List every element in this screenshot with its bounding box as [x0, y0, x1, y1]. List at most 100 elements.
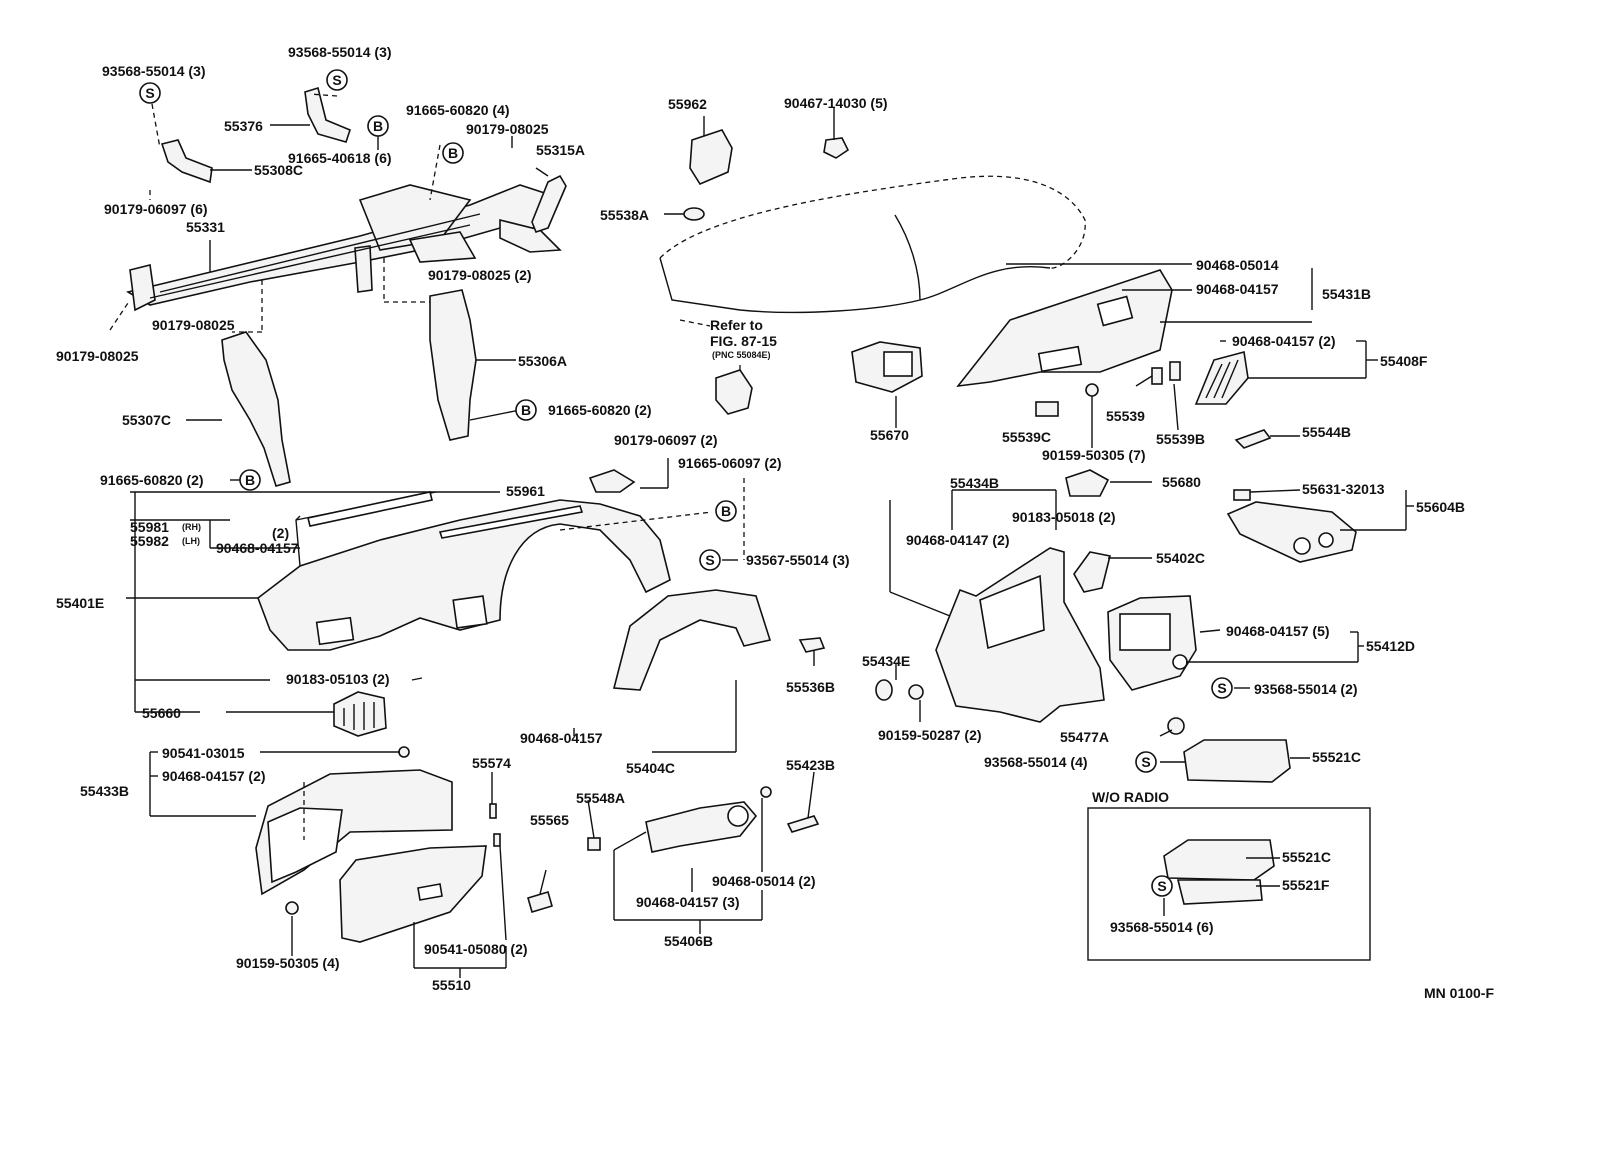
label: 55670 [870, 427, 909, 443]
label: 91665-60820 (4) [406, 102, 510, 118]
svg-text:S: S [145, 85, 154, 101]
part-55548A [587, 837, 601, 851]
label: 90468-04157 [216, 540, 299, 556]
label: 90468-04157 [1196, 281, 1279, 297]
label: 55536B [786, 679, 835, 695]
vent-55962 [689, 129, 733, 186]
label: 93568-55014 (3) [288, 44, 392, 60]
reference-note: (PNC 55084E) [712, 350, 771, 360]
bolt-90159-50305 [1085, 383, 1099, 397]
label: 90159-50305 (4) [236, 955, 340, 971]
part-55539B [1169, 361, 1181, 381]
label: 90468-04157 (3) [636, 894, 740, 910]
svg-text:S: S [332, 72, 341, 88]
brace-55315A [531, 174, 567, 233]
label: (RH) [182, 522, 201, 532]
bracket-55307C [221, 331, 291, 487]
part-55539 [1151, 367, 1163, 385]
label: 55401E [56, 595, 104, 611]
label: (2) [272, 525, 289, 541]
label: 55315A [536, 142, 585, 158]
cluster-panel-55404C [612, 589, 772, 691]
box-55521F-inset [1176, 879, 1263, 905]
screw-badge: S [1151, 875, 1173, 897]
part-55565 [527, 891, 553, 913]
svg-text:B: B [448, 145, 458, 161]
label: 91665-40618 (6) [288, 150, 392, 166]
label: 55574 [472, 755, 511, 771]
clip-55538A [683, 207, 705, 221]
figure-code: MN 0100-F [1424, 985, 1494, 1001]
label: 55434B [950, 475, 999, 491]
svg-text:S: S [1217, 680, 1226, 696]
reference-note: FIG. 87-15 [710, 333, 777, 349]
part-55402C [1073, 551, 1111, 593]
switch-part [715, 369, 753, 415]
svg-text:S: S [1157, 878, 1166, 894]
label: 55434E [862, 653, 910, 669]
label: 90468-05014 (2) [712, 873, 816, 889]
label: 90541-05080 (2) [424, 941, 528, 957]
part-55423B [786, 815, 820, 833]
part-drawings [125, 86, 1371, 961]
bracket-55306A [429, 289, 477, 441]
instrument-panel-55401E [257, 499, 671, 651]
part-55631-32013 [1233, 489, 1251, 501]
label: 90159-50287 (2) [878, 727, 982, 743]
label: 90468-04157 (2) [1232, 333, 1336, 349]
screw-badge: S [1135, 751, 1157, 773]
label: 90468-04157 (2) [162, 768, 266, 784]
screw-badge: S [139, 82, 161, 104]
cap-55434E [875, 679, 893, 701]
label: 91665-60820 (2) [100, 472, 204, 488]
label: 90468-04147 (2) [906, 532, 1010, 548]
label: 55308C [254, 162, 303, 178]
label: 55521F [1282, 877, 1330, 893]
lower-panel-55431B [956, 269, 1173, 388]
label: 55423B [786, 757, 835, 773]
label: 55660 [142, 705, 181, 721]
bolt-badge: B [239, 469, 261, 491]
label: 55604B [1416, 499, 1465, 515]
bolt-badge: B [515, 399, 537, 421]
screw-badge: S [1211, 677, 1233, 699]
screw-badge: S [326, 69, 348, 91]
screw-badge: S [699, 549, 721, 571]
screw-90159-50287 [908, 684, 924, 700]
inset-title: W/O RADIO [1092, 789, 1169, 805]
part-55539C [1035, 401, 1059, 417]
inset-frame [1087, 807, 1371, 961]
upper-pad-outline [659, 175, 1086, 269]
label: 93568-55014 (2) [1254, 681, 1358, 697]
bolt-badge: B [367, 115, 389, 137]
bolt-badge: B [715, 500, 737, 522]
label: 90468-04157 (5) [1226, 623, 1330, 639]
leader-lines [109, 93, 1414, 978]
label: 93568-55014 (6) [1110, 919, 1214, 935]
label: 90159-50305 (7) [1042, 447, 1146, 463]
fastener-badges: S S B B B B B S S S S [139, 69, 1233, 897]
label: 55539 [1106, 408, 1145, 424]
label: 90179-08025 [152, 317, 235, 333]
svg-text:B: B [373, 118, 383, 134]
label: 55433B [80, 783, 129, 799]
label: 55548A [576, 790, 625, 806]
bracket-55376 [304, 86, 351, 143]
label: 90179-08025 [466, 121, 549, 137]
svg-text:B: B [721, 503, 731, 519]
label: 90468-05014 [1196, 257, 1279, 273]
svg-text:B: B [521, 402, 531, 418]
svg-text:B: B [245, 472, 255, 488]
label: 55402C [1156, 550, 1205, 566]
label: 93568-55014 (4) [984, 754, 1088, 770]
glovebox-door-55510 [339, 845, 487, 943]
label: (LH) [182, 536, 200, 546]
bolt-90541-05080 [493, 833, 501, 847]
clip-90467 [823, 137, 850, 159]
label: 55404C [626, 760, 675, 776]
label: 55680 [1162, 474, 1201, 490]
label: 91665-60820 (2) [548, 402, 652, 418]
label: 55961 [506, 483, 545, 499]
label: 55631-32013 [1302, 481, 1385, 497]
reference-note: Refer to [710, 317, 763, 333]
